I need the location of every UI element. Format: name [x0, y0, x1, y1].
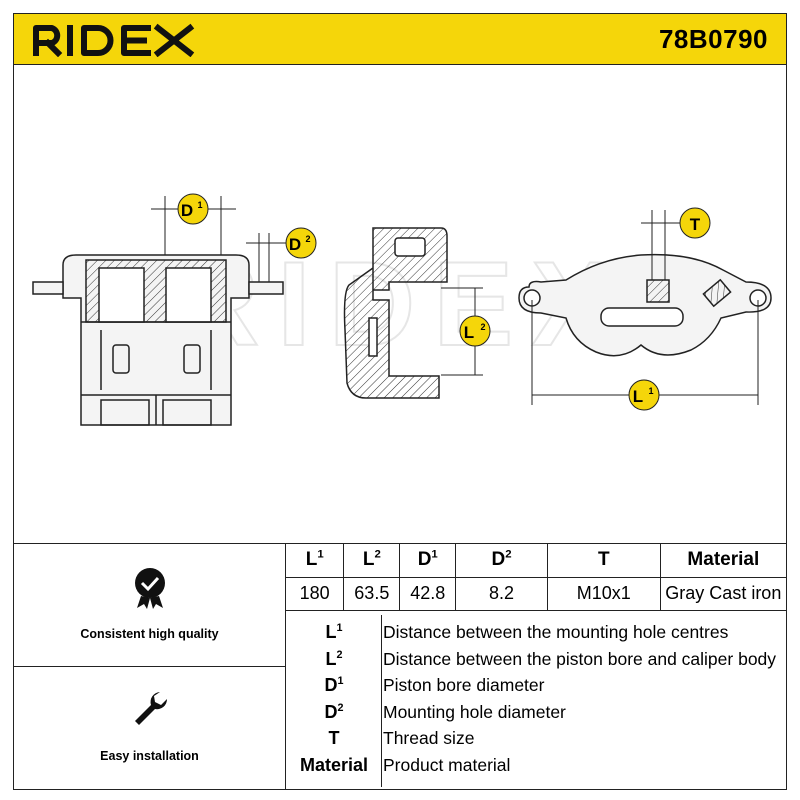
legend-item-l1: L1 Distance between the mounting hole ce…	[286, 619, 786, 646]
legend-item-d1: D1 Piston bore diameter	[286, 672, 786, 699]
value-d1: 42.8	[399, 576, 457, 611]
legend-key: L1	[325, 622, 343, 642]
svg-text:D: D	[289, 235, 301, 254]
features-panel: Consistent high quality Easy installatio…	[14, 544, 286, 789]
value-l2: 63.5	[343, 576, 401, 611]
feature-installation: Easy installation	[14, 666, 285, 788]
part-number: 78B0790	[658, 24, 768, 54]
legend-key: D2	[324, 701, 344, 722]
svg-text:D: D	[181, 201, 193, 220]
value-l1: 180	[286, 576, 345, 611]
legend-divider	[381, 615, 382, 787]
d1-callout	[177, 193, 209, 225]
legend-item-l2: L2 Distance between the piston bore and …	[286, 646, 786, 673]
svg-text:2: 2	[480, 322, 485, 332]
legend-list: L1 Distance between the mounting hole ce…	[286, 611, 786, 787]
wrench-icon	[134, 692, 167, 725]
legend-desc: Thread size	[383, 728, 475, 748]
header-d1: D1	[399, 544, 457, 578]
technical-drawing-area: RIDEX D 1	[13, 65, 787, 543]
header-t: T	[546, 544, 661, 578]
legend-desc: Piston bore diameter	[383, 675, 545, 695]
specifications-section: Consistent high quality Easy installatio…	[13, 543, 787, 790]
feature-quality-label: Consistent high quality	[80, 627, 219, 641]
legend-desc: Mounting hole diameter	[383, 701, 566, 722]
ridex-logo	[33, 23, 195, 57]
legend-desc: Distance between the mounting hole centr…	[383, 622, 729, 642]
header-l2: L2	[343, 544, 401, 578]
svg-text:L: L	[633, 387, 643, 406]
side-section-drawing	[343, 227, 448, 399]
header-bar: 78B0790	[13, 13, 787, 65]
checkmark-badge-icon	[134, 568, 165, 609]
top-view-drawing	[518, 253, 772, 357]
header-material: Material	[659, 544, 786, 578]
legend-key: D1	[324, 675, 344, 695]
d2-callout	[285, 227, 317, 259]
front-view-drawing	[32, 254, 284, 426]
l2-callout	[459, 315, 491, 347]
l1-callout	[628, 379, 660, 411]
specs-table: L1 L2 D1 D2 T Material 180 63.5 42.8 8.2…	[286, 544, 786, 611]
caliper-drawings: RIDEX D 1	[32, 193, 772, 426]
header-d2: D2	[455, 544, 548, 578]
value-material: Gray Cast iron	[659, 576, 786, 611]
legend-item-material: Material Product material	[286, 752, 786, 779]
value-t: M10x1	[546, 576, 661, 611]
legend-key: T	[328, 728, 340, 748]
legend-item-d2: D2 Mounting hole diameter	[286, 699, 786, 726]
legend-item-t: T Thread size	[286, 725, 786, 752]
feature-quality: Consistent high quality	[14, 544, 285, 666]
svg-text:2: 2	[305, 234, 310, 244]
legend-desc: Distance between the piston bore and cal…	[383, 648, 777, 669]
legend-key: Material	[299, 754, 369, 775]
specs-header-row: L1 L2 D1 D2 T Material	[286, 544, 786, 578]
header-l1: L1	[286, 544, 345, 578]
specs-value-row: 180 63.5 42.8 8.2 M10x1 Gray Cast iron	[286, 576, 786, 611]
legend-key: L2	[325, 648, 343, 669]
svg-text:T: T	[690, 215, 701, 234]
legend-desc: Product material	[383, 754, 511, 775]
svg-text:1: 1	[648, 386, 653, 396]
svg-text:L: L	[464, 323, 474, 342]
feature-installation-label: Easy installation	[100, 749, 199, 763]
value-d2: 8.2	[455, 576, 548, 611]
svg-text:1: 1	[197, 200, 202, 210]
t-callout	[679, 207, 711, 239]
